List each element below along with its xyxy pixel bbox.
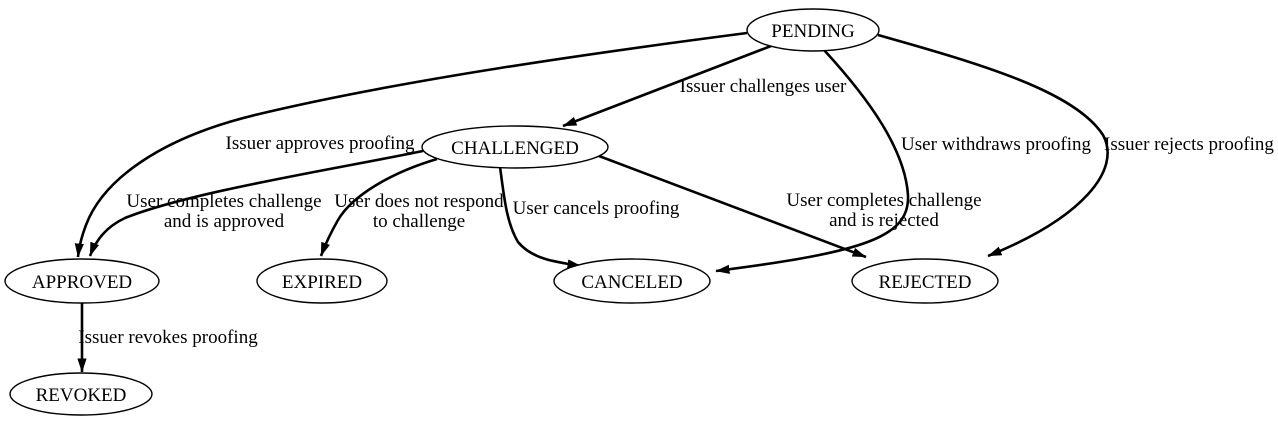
edge-pending-challenged xyxy=(562,44,772,128)
state-label-expired: EXPIRED xyxy=(282,272,362,293)
edge-label-approved-revoked: Issuer revokes proofing xyxy=(78,327,258,348)
edge-challenged-canceled xyxy=(498,166,582,269)
state-node-challenged: CHALLENGED xyxy=(421,125,609,169)
edge-pending-rejected xyxy=(877,33,1109,258)
state-label-revoked: REVOKED xyxy=(36,385,127,406)
edge-label-challenged-expired-line1: User does not respond xyxy=(334,191,504,212)
edge-challenged-approved xyxy=(88,149,424,257)
state-ellipse-expired xyxy=(256,258,388,304)
edge-label-pending-rejected: Issuer rejects proofing xyxy=(1104,134,1274,155)
state-ellipse-canceled xyxy=(553,258,711,304)
edge-label-challenged-canceled: User cancels proofing xyxy=(513,198,680,219)
edge-label-pending-approved: Issuer approves proofing xyxy=(226,133,415,154)
state-ellipse-rejected xyxy=(851,258,999,304)
state-node-revoked: REVOKED xyxy=(9,372,153,416)
edge-label-pending-canceled: User withdraws proofing xyxy=(901,134,1091,155)
edge-challenged-expired xyxy=(319,157,438,257)
edge-pending-canceled xyxy=(715,49,910,274)
edge-label-challenged-rejected-line1: User completes challenge xyxy=(786,190,981,211)
state-label-canceled: CANCELED xyxy=(581,272,682,293)
edge-challenged-rejected xyxy=(598,154,867,259)
state-node-pending: PENDING xyxy=(746,8,880,52)
state-node-rejected: REJECTED xyxy=(851,258,999,304)
edge-pending-approved xyxy=(74,31,748,258)
edge-label-challenged-expired-line2: to challenge xyxy=(373,211,465,232)
edge-label-challenged-rejected-line2: and is rejected xyxy=(829,210,939,231)
state-node-canceled: CANCELED xyxy=(553,258,711,304)
edge-label-challenged-approved-line2: and is approved xyxy=(164,211,285,232)
state-label-challenged: CHALLENGED xyxy=(451,138,579,159)
state-ellipse-approved xyxy=(4,258,160,304)
state-node-expired: EXPIRED xyxy=(256,258,388,304)
state-ellipse-pending xyxy=(746,8,880,52)
state-ellipse-revoked xyxy=(9,372,153,416)
edge-label-pending-challenged: Issuer challenges user xyxy=(680,76,847,97)
state-node-approved: APPROVED xyxy=(4,258,160,304)
state-label-rejected: REJECTED xyxy=(879,272,972,293)
edge-label-challenged-approved-line1: User completes challenge xyxy=(126,191,321,212)
state-label-pending: PENDING xyxy=(771,21,855,42)
state-ellipse-challenged xyxy=(421,125,609,169)
state-label-approved: APPROVED xyxy=(32,272,132,293)
